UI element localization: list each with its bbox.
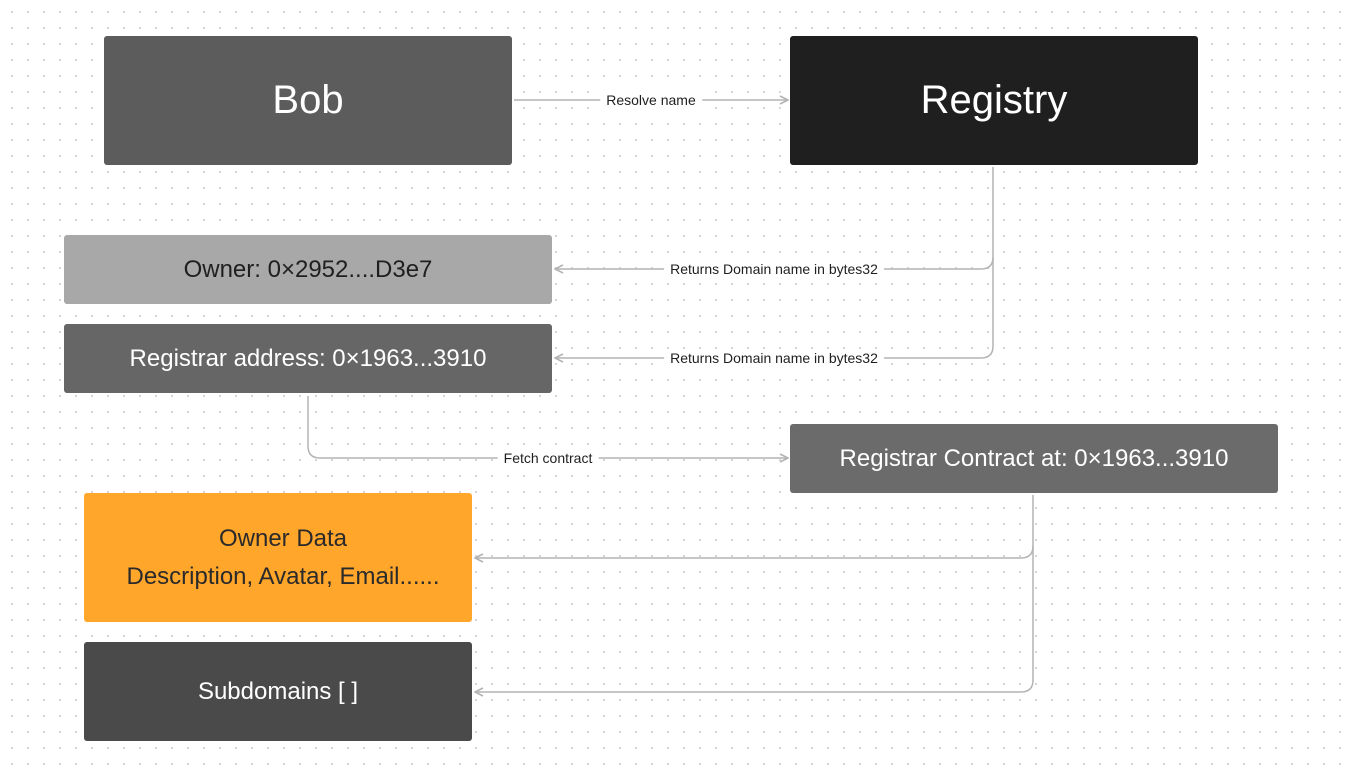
owner-data-title: Owner Data: [218, 524, 348, 552]
edge-contract-to-owner-data: [475, 495, 1034, 558]
owner-data-node[interactable]: Owner Data Description, Avatar, Email...…: [84, 493, 472, 622]
subdomains-node[interactable]: Subdomains [ ]: [84, 642, 472, 741]
bob-label: Bob: [272, 78, 344, 122]
registrar-address-node[interactable]: Registrar address: 0×1963...3910: [64, 324, 552, 393]
edge-registry-to-owner: [555, 167, 994, 269]
bob-node[interactable]: Bob: [104, 36, 512, 165]
edge-registrar-address-to-contract: [307, 396, 788, 458]
registrar-address-label: Registrar address: 0×1963...3910: [129, 344, 487, 372]
edge-label-resolve: Resolve name: [600, 91, 702, 109]
registry-node[interactable]: Registry: [790, 36, 1198, 165]
owner-label: Owner: 0×2952....D3e7: [183, 255, 433, 283]
owner-data-subtitle: Description, Avatar, Email......: [126, 562, 440, 590]
edge-label-owner-return: Returns Domain name in bytes32: [664, 260, 884, 278]
edge-label-fetch: Fetch contract: [497, 449, 599, 467]
owner-node[interactable]: Owner: 0×2952....D3e7: [64, 235, 552, 304]
subdomains-label: Subdomains [ ]: [197, 677, 359, 705]
registrar-contract-label: Registrar Contract at: 0×1963...3910: [839, 444, 1229, 472]
edge-label-registrar-return: Returns Domain name in bytes32: [664, 349, 884, 367]
edge-contract-to-subdomains: [475, 546, 1034, 692]
registrar-contract-node[interactable]: Registrar Contract at: 0×1963...3910: [790, 424, 1278, 493]
registry-label: Registry: [920, 78, 1068, 122]
edge-registry-to-registrar-address: [555, 257, 994, 358]
